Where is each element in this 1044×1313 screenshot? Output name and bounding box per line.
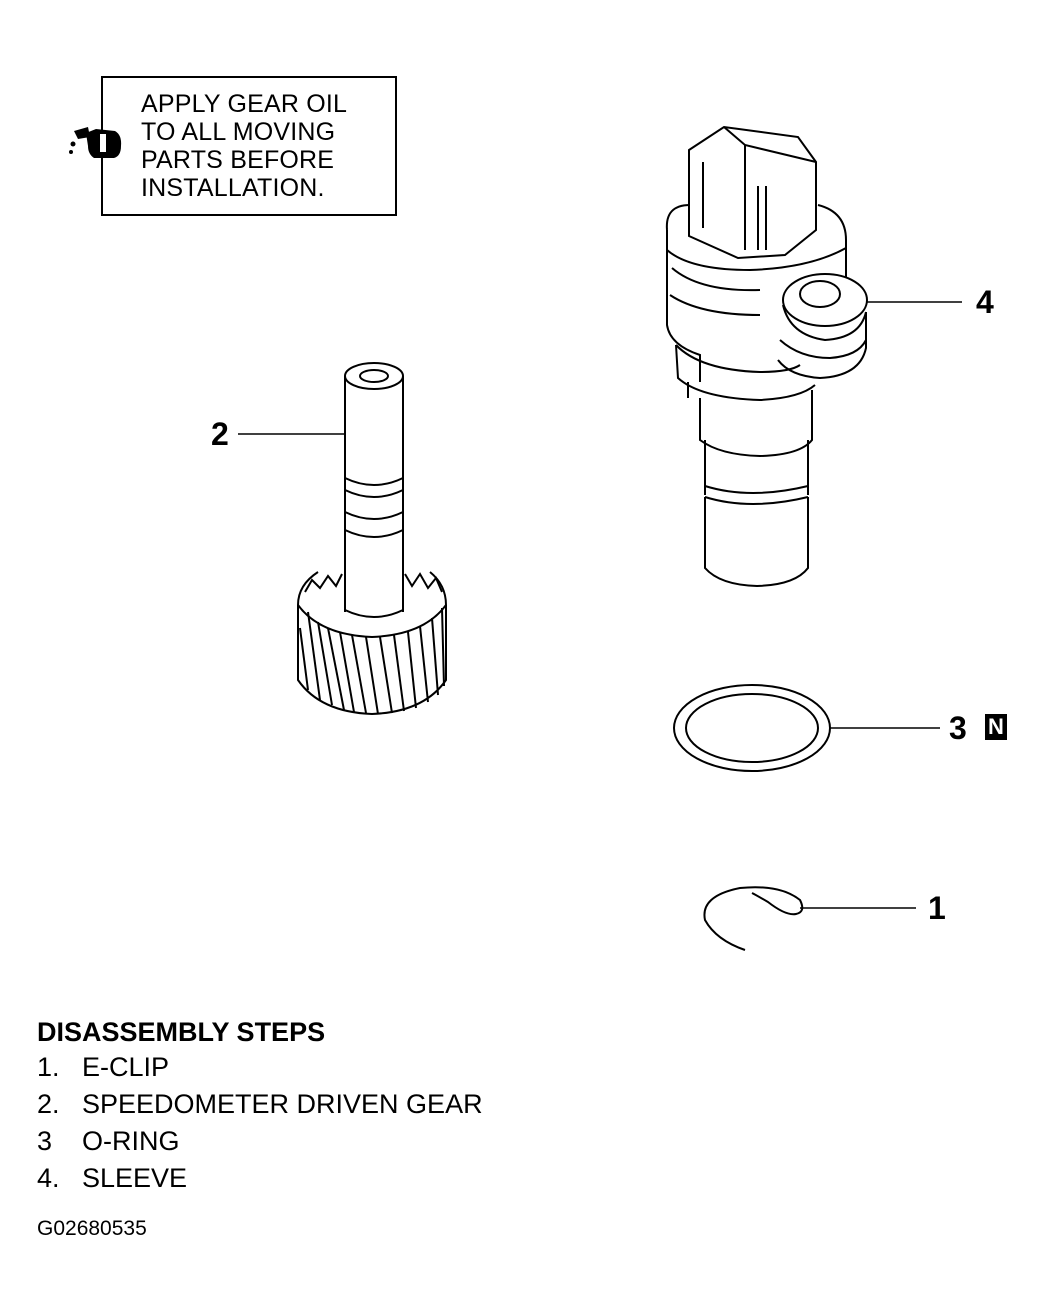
step-item: 4. SLEEVE — [37, 1160, 483, 1197]
callout-sleeve: 4 — [976, 284, 994, 320]
o-ring-illustration — [673, 684, 831, 772]
step-item: 2. SPEEDOMETER DRIVEN GEAR — [37, 1086, 483, 1123]
note-line-1: APPLY GEAR OIL — [141, 90, 348, 118]
steps-title: DISASSEMBLY STEPS — [37, 1017, 326, 1047]
step-number: 1. — [37, 1052, 60, 1082]
step-label: E-CLIP — [82, 1052, 170, 1082]
oil-can-icon — [69, 127, 122, 158]
step-number: 4. — [37, 1163, 60, 1193]
callout-e-clip: 1 — [928, 890, 946, 926]
e-clip-illustration — [703, 886, 804, 951]
sleeve-illustration — [665, 125, 868, 588]
leader-lines — [238, 301, 962, 909]
note-line-2: TO ALL MOVING — [141, 118, 336, 146]
step-number: 3 — [37, 1126, 53, 1156]
step-item: 3 O-RING — [37, 1123, 483, 1160]
callout-gear: 2 — [211, 416, 229, 452]
note-text: APPLY GEAR OIL TO ALL MOVING PARTS BEFOR… — [141, 90, 347, 202]
step-label: SPEEDOMETER DRIVEN GEAR — [82, 1089, 483, 1119]
step-item: 1. E-CLIP — [37, 1049, 483, 1086]
step-label: SLEEVE — [82, 1163, 188, 1193]
note-line-4: INSTALLATION. — [141, 174, 325, 202]
note-box — [101, 76, 397, 216]
step-number: 2. — [37, 1089, 60, 1119]
figure-code: G02680535 — [37, 1217, 147, 1240]
step-label: O-RING — [82, 1126, 180, 1156]
disassembly-steps: DISASSEMBLY STEPS 1. E-CLIP 2. SPEEDOMETER… — [37, 1015, 483, 1197]
new-part-badge: N — [985, 714, 1007, 740]
driven-gear-illustration — [297, 362, 447, 716]
note-line-3: PARTS BEFORE — [141, 146, 335, 174]
callout-o-ring: 3 — [949, 710, 967, 746]
